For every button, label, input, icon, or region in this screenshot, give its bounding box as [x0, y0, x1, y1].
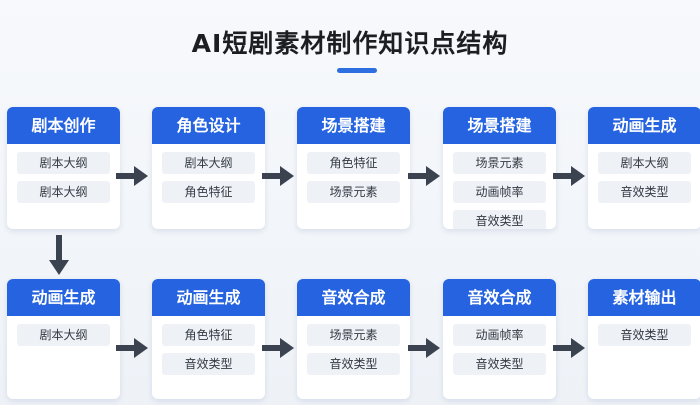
page-title: AI短剧素材制作知识点结构 [191, 29, 509, 58]
arrow-right-icon [553, 338, 585, 358]
node-item: 音效类型 [598, 324, 691, 346]
node-item: 音效类型 [598, 181, 691, 203]
node-item: 剧本大纲 [598, 152, 691, 174]
node-item: 音效类型 [453, 353, 546, 375]
node-card: 角色设计 剧本大纲 角色特征 [152, 107, 265, 229]
arrow-right-icon [116, 166, 148, 186]
node-item: 角色特征 [162, 324, 255, 346]
node-card: 音效合成 场景元素 音效类型 [297, 279, 410, 399]
node-item: 音效类型 [162, 353, 255, 375]
node-card: 剧本创作 剧本大纲 剧本大纲 [7, 107, 120, 229]
arrow-right-icon [116, 338, 148, 358]
title-underline [337, 68, 377, 73]
node-item: 动画帧率 [453, 181, 546, 203]
arrow-down-icon [49, 235, 69, 275]
node-title: 动画生成 [152, 279, 265, 316]
node-item: 场景元素 [307, 324, 400, 346]
node-card: 动画生成 角色特征 音效类型 [152, 279, 265, 399]
node-card: 场景搭建 场景元素 动画帧率 音效类型 [443, 107, 556, 229]
node-card: 音效合成 动画帧率 音效类型 [443, 279, 556, 399]
node-title: 动画生成 [588, 107, 700, 144]
arrow-right-icon [408, 166, 440, 186]
node-item: 音效类型 [453, 210, 546, 229]
node-item: 角色特征 [307, 152, 400, 174]
node-item: 剧本大纲 [17, 152, 110, 174]
node-title: 音效合成 [297, 279, 410, 316]
node-title: 素材输出 [588, 279, 700, 316]
node-item: 场景元素 [307, 181, 400, 203]
node-item: 剧本大纲 [162, 152, 255, 174]
node-title: 角色设计 [152, 107, 265, 144]
node-item: 场景元素 [453, 152, 546, 174]
arrow-right-icon [262, 166, 294, 186]
node-title: 剧本创作 [7, 107, 120, 144]
arrow-right-icon [262, 338, 294, 358]
arrow-right-icon [408, 338, 440, 358]
node-card: 动画生成 剧本大纲 音效类型 [588, 107, 700, 229]
node-card: 场景搭建 角色特征 场景元素 [297, 107, 410, 229]
node-title: 音效合成 [443, 279, 556, 316]
node-item: 角色特征 [162, 181, 255, 203]
node-item: 剧本大纲 [17, 181, 110, 203]
node-card: 动画生成 剧本大纲 [7, 279, 120, 399]
node-item: 音效类型 [307, 353, 400, 375]
node-title: 动画生成 [7, 279, 120, 316]
node-item: 剧本大纲 [17, 324, 110, 346]
node-title: 场景搭建 [443, 107, 556, 144]
node-card: 素材输出 音效类型 [588, 279, 700, 399]
arrow-right-icon [553, 166, 585, 186]
node-title: 场景搭建 [297, 107, 410, 144]
node-item: 动画帧率 [453, 324, 546, 346]
